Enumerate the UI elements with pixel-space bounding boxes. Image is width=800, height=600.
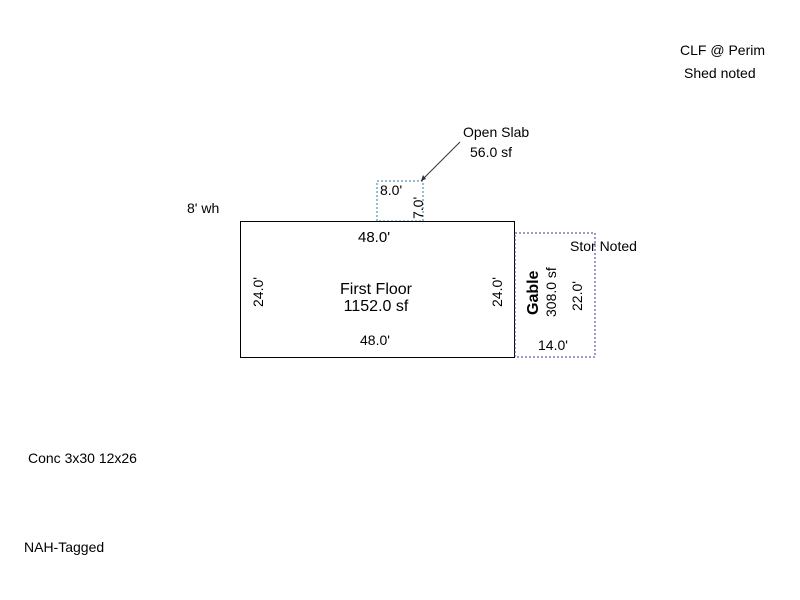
open-slab-height-label: 7.0' [410, 197, 426, 219]
gable-name: Gable [525, 270, 542, 315]
open-slab-area: 56.0 sf [470, 144, 512, 160]
note-stor-noted: Stor Noted [570, 238, 637, 254]
gable-height-dim: 22.0' [569, 281, 585, 311]
open-slab-leader [420, 141, 461, 182]
gable-width-dim: 14.0' [538, 337, 568, 353]
gable-outline [514, 232, 596, 358]
first-floor-outline [240, 221, 515, 358]
first-floor-bottom-dim: 48.0' [360, 332, 390, 348]
note-nah-tagged: NAH-Tagged [24, 539, 104, 555]
note-wall-height: 8' wh [187, 200, 219, 216]
first-floor-right-dim: 24.0' [489, 277, 505, 307]
leader-arrow-icon [421, 175, 426, 181]
first-floor-top-dim: 48.0' [358, 229, 390, 246]
first-floor-name: First Floor [340, 281, 413, 298]
first-floor-left-dim: 24.0' [250, 277, 266, 307]
first-floor-area: 1152.0 sf [344, 298, 409, 315]
open-slab-width-label: 8.0' [380, 182, 402, 198]
note-shed-noted: Shed noted [684, 65, 756, 81]
note-clf-perim: CLF @ Perim [680, 42, 765, 58]
note-conc: Conc 3x30 12x26 [28, 450, 137, 466]
gable-area: 308.0 sf [543, 267, 559, 317]
open-slab-name: Open Slab [463, 124, 529, 140]
